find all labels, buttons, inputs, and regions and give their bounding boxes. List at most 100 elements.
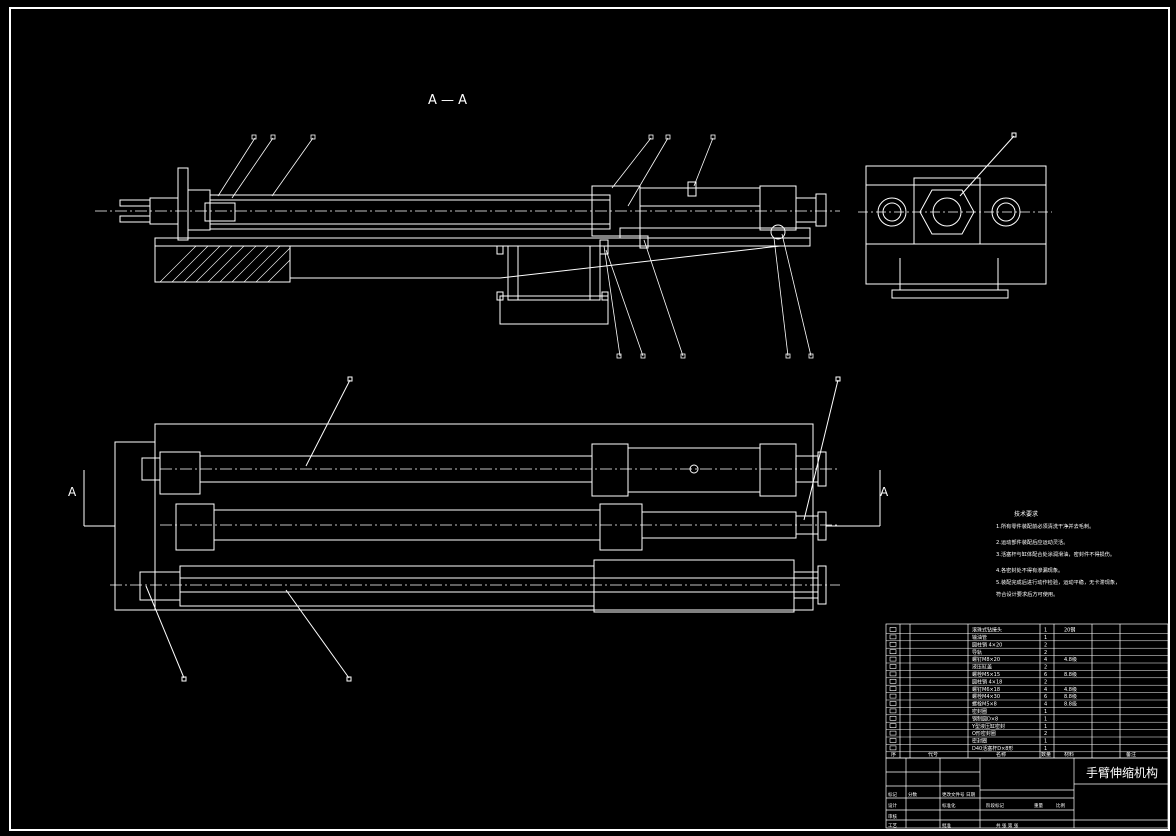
parts-row-qty: 1 [1044, 746, 1047, 752]
note-line: 5.装配完成后进行动作检验，运动平稳，无卡滞现象， [996, 578, 1120, 586]
row-seq-box [889, 730, 897, 736]
tb-label: 阶段标记 [986, 802, 1004, 809]
parts-row-qty: 1 [1044, 709, 1047, 715]
parts-row-qty: 4 [1044, 687, 1047, 693]
parts-row-name: 钢制圆D×8 [972, 715, 998, 722]
header-seq: 序 [891, 751, 896, 758]
parts-header: 序 代号 名称 数量 材料 备注 [891, 751, 1136, 758]
parts-row-note: 8.8级 [1064, 671, 1077, 678]
parts-row-note: 4.8级 [1064, 686, 1077, 693]
tb-sheet: 共 张 第 张 [996, 822, 1019, 829]
tb-label: 审核 [888, 813, 897, 820]
tb-label: 日期 [966, 792, 975, 798]
row-seq-box [889, 649, 897, 655]
tb-label: 更改文件号 [942, 791, 965, 798]
tb-label: 比例 [1056, 802, 1065, 809]
row-seq-box [889, 671, 897, 677]
parts-row-qty: 1 [1044, 739, 1047, 745]
row-seq-box [889, 634, 897, 640]
parts-row-note: 4.8级 [1064, 656, 1077, 663]
note-line: 2.运动部件装配后应运动灵活。 [996, 538, 1068, 546]
note-line: 1.所有零件装配前必须清洗干净并去毛刺。 [996, 522, 1094, 530]
parts-row-qty: 6 [1044, 672, 1047, 678]
drawing-border [9, 7, 1170, 831]
title-block [885, 757, 1169, 829]
parts-row-qty: 2 [1044, 642, 1047, 648]
header-name: 名称 [996, 751, 1006, 758]
tb-label: 批准 [942, 822, 951, 829]
parts-row-name: 导轨 [972, 649, 982, 656]
parts-row-qty: 1 [1044, 724, 1047, 730]
side-view [858, 132, 1052, 299]
parts-row-name: 螺栓M5×8 [972, 701, 997, 708]
tb-label: 标准化 [942, 802, 956, 809]
section-marker-left: A [68, 485, 77, 499]
tb-label: 标记 [888, 791, 897, 798]
tb-label: 分数 [908, 791, 917, 798]
note-line: 3.活塞杆与缸体配合处涂润滑油，密封件不得损伤。 [996, 550, 1115, 558]
parts-row-qty: 4 [1044, 702, 1047, 708]
parts-row-name: 滚珠式钻接头 [972, 627, 1002, 634]
drawing-title: 手臂伸缩机构 [1086, 765, 1158, 780]
parts-row-name: 圆柱销 4×18 [972, 678, 1002, 685]
hatch-pattern [159, 245, 291, 283]
row-seq-box [889, 708, 897, 714]
row-seq-box [889, 664, 897, 669]
parts-list [885, 623, 1169, 759]
parts-row-qty: 2 [1044, 650, 1047, 656]
section-label: A — A [428, 93, 467, 108]
tb-label: 设计 [888, 802, 897, 809]
note-line: 4.各密封处不得有渗漏现象。 [996, 566, 1063, 574]
parts-row-note: 8.8级 [1064, 693, 1077, 700]
tb-label: 重量 [1034, 802, 1043, 809]
parts-row-name: D40活塞杆D×8形 [972, 745, 1013, 752]
header-note: 备注 [1126, 751, 1136, 758]
parts-row-name: 液压缸盖 [972, 664, 992, 671]
parts-row-qty: 2 [1044, 665, 1047, 671]
parts-row-qty: 6 [1044, 694, 1047, 700]
parts-row-qty: 2 [1044, 731, 1047, 737]
parts-row-name: O形密封圈 [972, 730, 996, 737]
parts-row-name: 密封圈 [972, 708, 987, 715]
row-seq-box [889, 627, 897, 632]
parts-row-name: 螺钉M6×18 [972, 686, 1000, 693]
parts-row-note: 20钢 [1064, 627, 1075, 634]
row-seq-box [889, 686, 897, 692]
row-seq-box [889, 738, 897, 743]
plan-view [83, 376, 881, 682]
parts-row-qty: 1 [1044, 635, 1047, 641]
parts-row-name: 螺栓M4×30 [972, 693, 1000, 700]
parts-row-qty: 2 [1044, 679, 1047, 685]
notes-lines: 1.所有零件装配前必须清洗干净并去毛刺。 2.运动部件装配后应运动灵活。 3.活… [996, 522, 1120, 598]
parts-row-note: 8.8级 [1064, 701, 1077, 708]
parts-row-qty: 1 [1044, 628, 1047, 634]
section-view-aa [95, 167, 840, 325]
row-seq-box [889, 701, 897, 706]
leader-lines-top [217, 134, 814, 359]
parts-row-qty: 1 [1044, 716, 1047, 722]
header-code: 代号 [928, 751, 938, 758]
parts-row-qty: 4 [1044, 657, 1047, 663]
parts-row-name: 圆柱销 4×20 [972, 641, 1002, 648]
row-seq-box [889, 693, 897, 699]
header-material: 材料 [1064, 751, 1074, 758]
parts-row-name: Y型液压缸密封 [971, 723, 1005, 730]
note-line: 符合设计要求后方可使用。 [996, 590, 1058, 598]
parts-row-name: 螺钉M8×20 [972, 656, 1000, 663]
parts-row-name: 螺栓M5×15 [972, 671, 1000, 678]
row-seq-box [889, 678, 897, 684]
parts-row-name: 输油管 [972, 634, 987, 641]
row-seq-box [889, 723, 897, 729]
section-marker-right: A [880, 485, 889, 499]
row-seq-box [889, 656, 897, 662]
row-seq-box [889, 715, 897, 721]
notes-title: 技术要求 [1014, 510, 1038, 518]
parts-row-name: 密封圈 [972, 738, 987, 745]
row-seq-box [889, 745, 897, 751]
title-block-labels: 标记 分数 更改文件号 日期 设计 标准化 阶段标记 重量 比例 审核 工艺 批… [888, 791, 1065, 829]
tb-label: 工艺 [888, 823, 897, 829]
row-seq-box [889, 641, 897, 647]
header-qty: 数量 [1041, 751, 1051, 758]
